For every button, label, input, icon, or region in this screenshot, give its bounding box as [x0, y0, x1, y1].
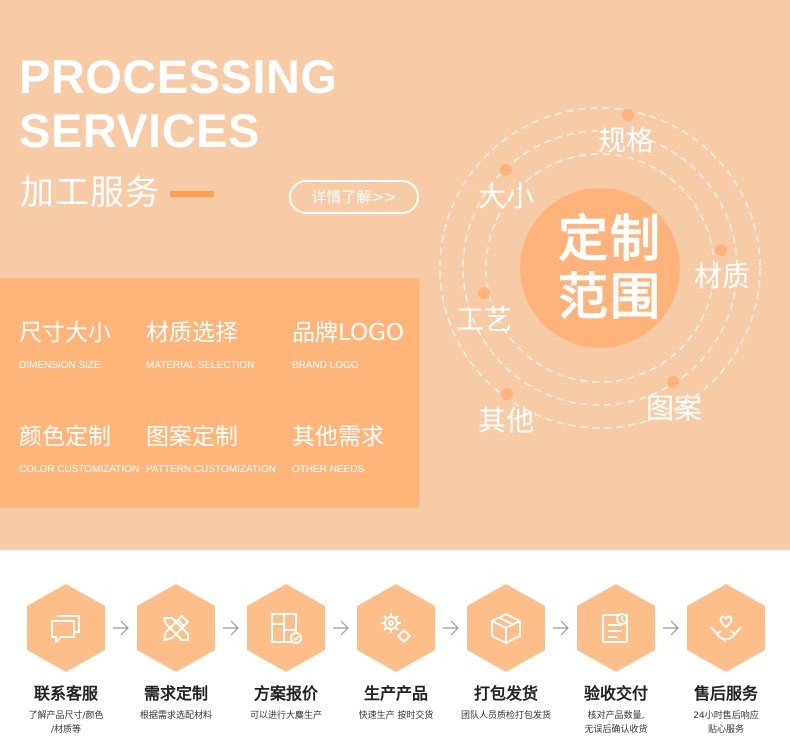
step-desc: 核对产品数量, 无误后确认收货 — [584, 711, 648, 735]
title-accent-dash — [170, 191, 214, 197]
option-label: 尺寸大小 — [19, 320, 111, 346]
scope-label-pattern: 图案 — [646, 392, 703, 425]
title-processing: PROCESSING — [19, 50, 338, 103]
step-title: 联系客服 — [33, 684, 98, 703]
option-sublabel: DIMENSION SIZE — [19, 360, 101, 371]
step-desc: 团队人员质检打包发货 — [460, 711, 551, 721]
option-sublabel: BRAND LOGO — [292, 360, 359, 371]
option-pattern-customization: 图案定制 PATTERN CUSTOMIZATION — [146, 422, 276, 476]
scope-center-line2: 范围 — [558, 268, 662, 326]
scope-label-spec: 规格 — [598, 124, 655, 157]
step-hex — [467, 584, 545, 672]
option-dimension-size: 尺寸大小 DIMENSION SIZE — [19, 318, 111, 372]
step-title: 需求定制 — [143, 684, 208, 703]
option-label: 图案定制 — [146, 424, 238, 450]
step-title: 验收交付 — [583, 684, 648, 703]
step-title: 生产产品 — [363, 684, 428, 703]
step-desc: 24小时售后响应 贴心服务 — [693, 711, 759, 735]
scope-label-craft: 工艺 — [456, 303, 513, 336]
chevron-right-icon — [113, 620, 129, 636]
scope-center-line1: 定制 — [558, 210, 662, 268]
step-desc: 了解产品尺寸/颜色 /材质等 — [28, 711, 104, 735]
step-title: 售后服务 — [693, 684, 758, 703]
step-desc: 可以进行大麋生产 — [249, 711, 322, 721]
option-other-needs: 其他需求 OTHER NEEDS — [292, 422, 384, 476]
chat-icon — [51, 615, 80, 643]
step-hex — [357, 584, 435, 672]
option-sublabel: MATERIAL SELECTION — [146, 360, 255, 371]
service-process-steps: 联系客服 了解产品尺寸/颜色 /材质等 需求定制 根据需求选配材料 — [0, 584, 790, 753]
chevron-right-icon — [333, 620, 349, 636]
gears-icon — [381, 613, 411, 643]
chevron-right-icon — [223, 620, 239, 636]
title-services: SERVICES — [19, 104, 260, 157]
scope-label-size: 大小 — [478, 180, 535, 213]
chevron-right-icon — [553, 620, 569, 636]
option-sublabel: COLOR CUSTOMIZATION — [19, 464, 140, 475]
step-title: 方案报价 — [253, 684, 318, 703]
step-hex — [27, 584, 105, 672]
step-hex — [687, 584, 765, 672]
option-brand-logo: 品牌LOGO BRAND LOGO — [292, 318, 404, 372]
option-label: 其他需求 — [292, 424, 384, 450]
chevron-right-icon — [443, 620, 459, 636]
option-material-selection: 材质选择 MATERIAL SELECTION — [146, 318, 254, 372]
option-label: 品牌LOGO — [292, 320, 405, 346]
chevron-right-icon — [663, 620, 679, 636]
option-label: 材质选择 — [146, 320, 238, 346]
pencil-ruler-icon — [163, 615, 189, 641]
scope-rings — [439, 107, 761, 429]
checklist-icon — [602, 613, 628, 643]
customization-scope-diagram: 定制 范围 规格 大小 材质 工艺 其他 图案 — [430, 100, 790, 450]
box-icon — [491, 613, 521, 644]
scope-label-material: 材质 — [694, 260, 751, 293]
option-sublabel: OTHER NEEDS — [292, 464, 365, 475]
option-sublabel: PATTERN CUSTOMIZATION — [146, 464, 276, 475]
heart-hands-icon — [710, 615, 742, 642]
customization-options-panel: 尺寸大小 DIMENSION SIZE 材质选择 MATERIAL SELECT… — [0, 278, 419, 508]
step-desc: 根据需求选配材料 — [139, 711, 212, 721]
quote-plan-icon — [271, 613, 302, 644]
option-label: 颜色定制 — [19, 424, 111, 450]
details-button[interactable]: 详情了解>> — [289, 180, 419, 214]
option-color-customization: 颜色定制 COLOR CUSTOMIZATION — [19, 422, 139, 476]
step-title: 打包发货 — [473, 684, 538, 703]
step-desc: 快速生产 按时交货 — [358, 711, 434, 721]
scope-center-text: 定制 范围 — [530, 210, 690, 326]
scope-label-other: 其他 — [478, 404, 535, 437]
processing-services-banner: PROCESSING SERVICES 加工服务 详情了解>> 尺寸大小 DIM… — [0, 0, 790, 550]
step-hex — [577, 584, 655, 672]
title-cn: 加工服务 — [20, 173, 160, 213]
step-hex — [247, 584, 325, 672]
step-hex — [137, 584, 215, 672]
